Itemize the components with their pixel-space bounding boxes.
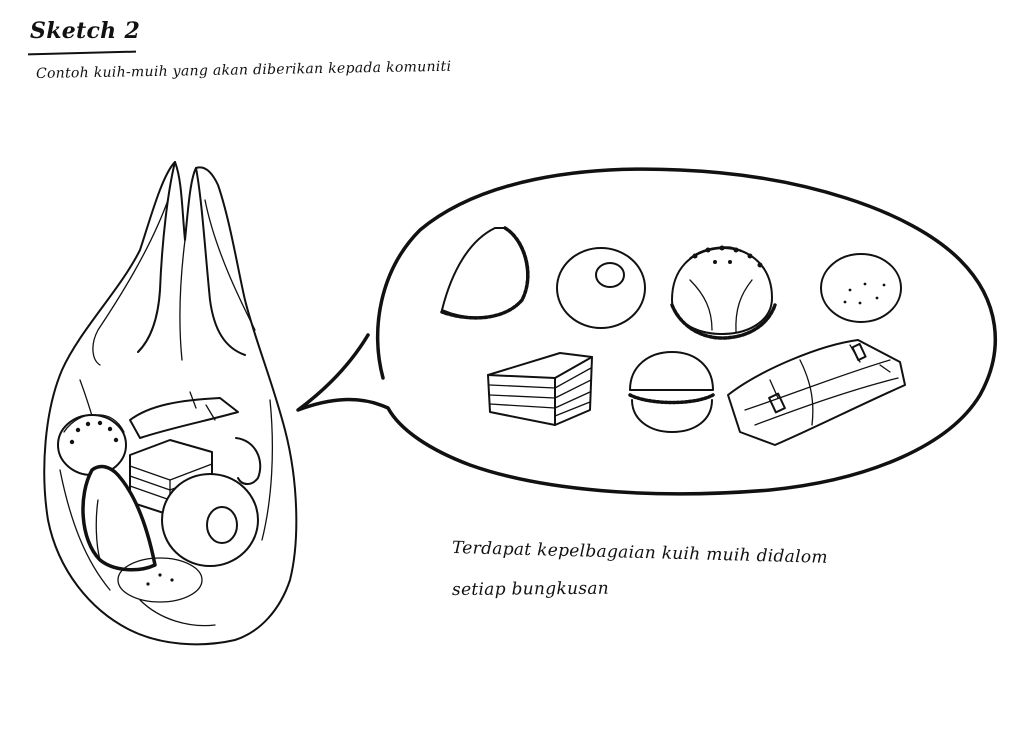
plastic-bag-with-kuih	[43, 161, 298, 646]
thought-bubble	[296, 167, 997, 496]
doughnut-icon	[556, 247, 646, 329]
caption-line-2: setiap bungkusan	[451, 578, 610, 600]
frilled-cake-icon	[670, 245, 777, 340]
sandwich-cake-icon	[628, 351, 715, 433]
sketch-title: Sketch 2	[30, 18, 141, 44]
round-bun-icon	[820, 253, 902, 323]
layer-cake-icon	[487, 352, 593, 426]
wrapped-kuih-icon	[727, 339, 906, 446]
karipap-icon	[440, 226, 530, 320]
